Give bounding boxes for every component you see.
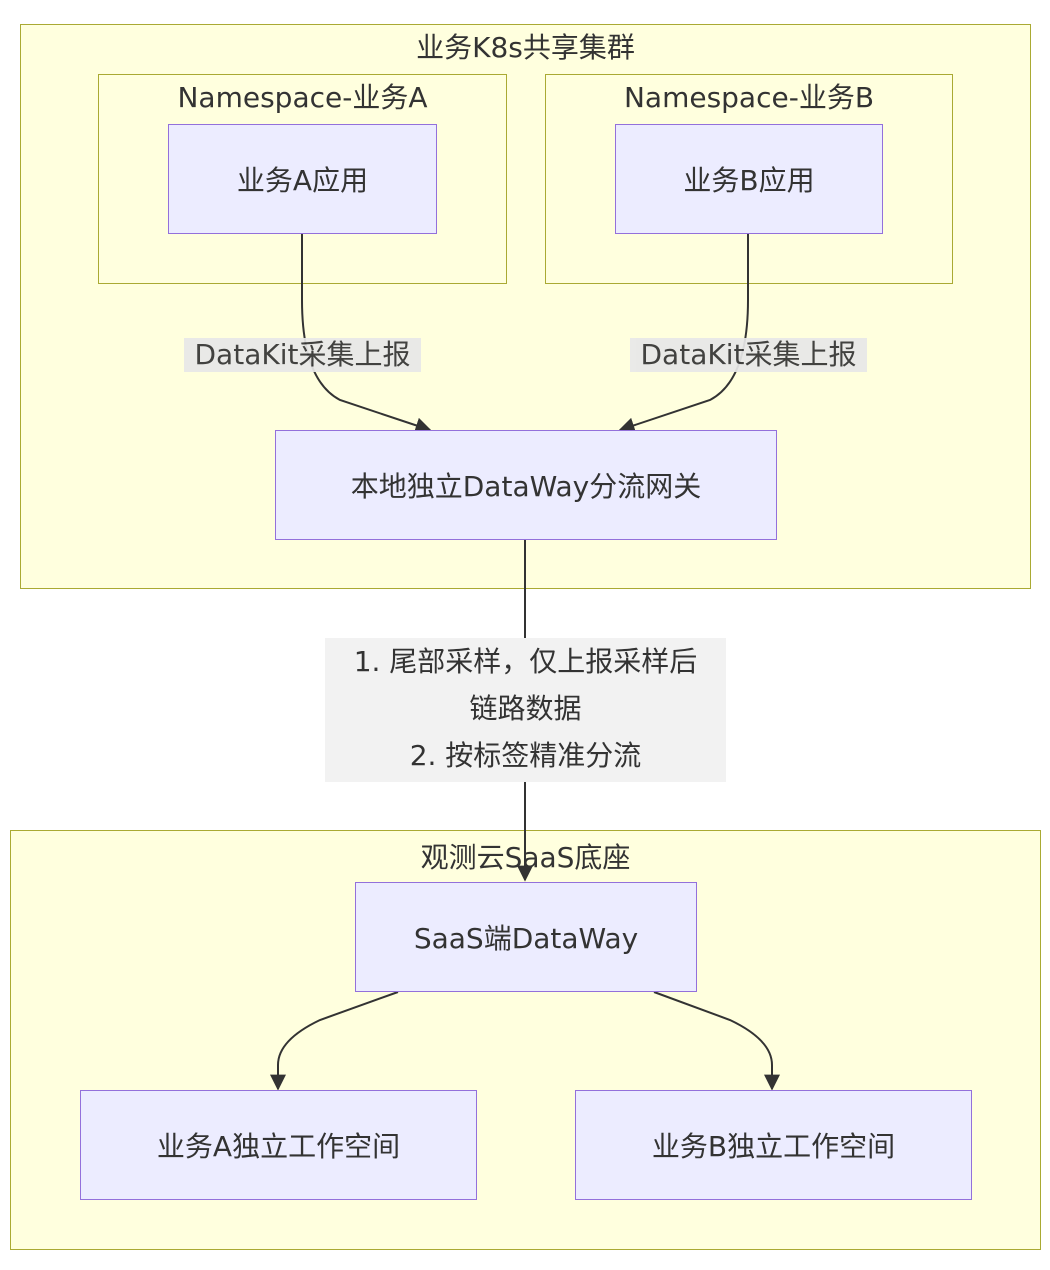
node-app-a: 业务A应用	[168, 124, 437, 234]
edge-app-b-to-gateway	[618, 234, 749, 434]
edge-saas-to-ws-b	[653, 991, 780, 1091]
edge-label-collect-b: DataKit采集上报	[630, 338, 867, 372]
edge-label-gateway-to-saas: 1. 尾部采样，仅上报采样后 链路数据 2. 按标签精准分流	[325, 638, 726, 782]
edge-app-a-to-gateway	[301, 234, 432, 434]
edge-saas-to-ws-a	[270, 991, 399, 1091]
cluster-namespace-b-title: Namespace-业务B	[623, 81, 875, 114]
node-workspace-a: 业务A独立工作空间	[80, 1090, 477, 1200]
edge-label-collect-a: DataKit采集上报	[184, 338, 421, 372]
cluster-k8s-title: 业务K8s共享集群	[416, 31, 635, 64]
node-saas-dataway: SaaS端DataWay	[355, 882, 697, 992]
edge-label-line-3: 2. 按标签精准分流	[409, 739, 642, 772]
cluster-namespace-a-title: Namespace-业务A	[177, 81, 428, 114]
edge-label-line-2: 链路数据	[469, 692, 582, 725]
node-workspace-b: 业务B独立工作空间	[575, 1090, 972, 1200]
node-app-b: 业务B应用	[615, 124, 883, 234]
node-gateway: 本地独立DataWay分流网关	[275, 430, 777, 540]
edge-label-line-1: 1. 尾部采样，仅上报采样后	[353, 645, 698, 678]
